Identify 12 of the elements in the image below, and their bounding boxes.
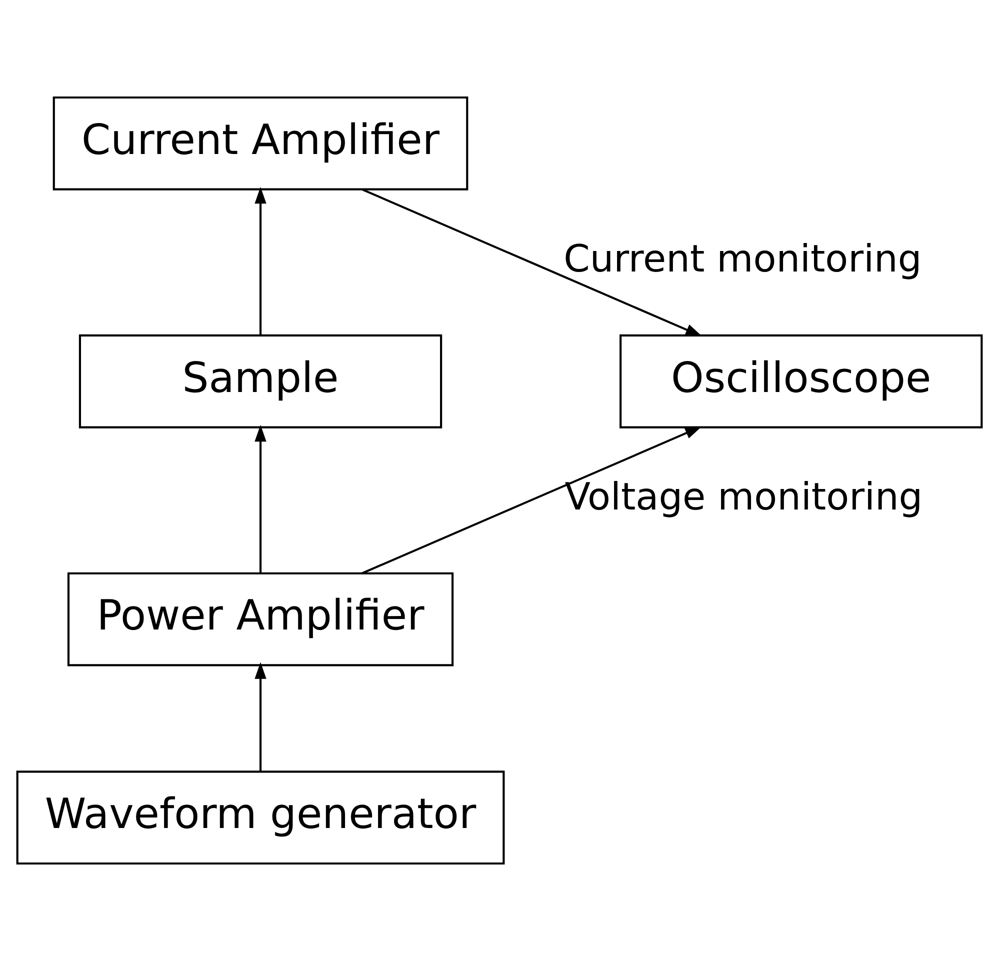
edge-label: Voltage monitoring: [564, 474, 922, 519]
node-box: Sample: [78, 334, 442, 428]
arrow: [254, 662, 266, 772]
node-box: Waveform generator: [16, 770, 504, 865]
node-box: Oscilloscope: [619, 334, 982, 428]
arrow: [362, 188, 702, 337]
arrow: [254, 186, 266, 336]
edge-label: Current monitoring: [563, 236, 922, 281]
arrow: [361, 426, 702, 574]
node-box: Current Amplifier: [52, 96, 468, 190]
node-box: Power Amplifier: [66, 572, 454, 666]
arrow: [254, 424, 266, 574]
